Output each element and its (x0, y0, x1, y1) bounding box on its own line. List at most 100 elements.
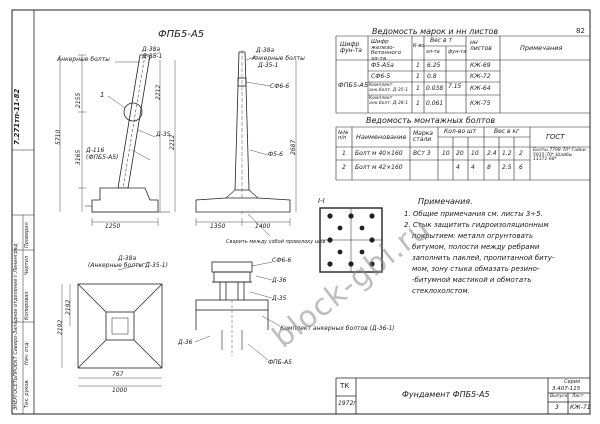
bt-row2-q2: 4 (456, 164, 460, 171)
mt-row4-qty: 1 (416, 100, 420, 107)
label-d35-1: Д-35-1 (142, 53, 163, 60)
bt-h-name: Наименование (356, 133, 407, 141)
dim-h5: 2687 (290, 139, 297, 155)
series-code: 7.271тп-11-82 (13, 88, 21, 145)
label-anchor-center: Анкерные болты (252, 55, 305, 62)
mt-row1-qty: 1 (416, 62, 420, 69)
mt-h-notes: Примечания (520, 44, 563, 52)
dim-h4b: 2212 (169, 134, 176, 150)
dim-h4: 2212 (155, 84, 162, 100)
note-line-7: -битумной мастикой и обмотать (412, 276, 532, 284)
bt-row1-w1: 2.4 (487, 150, 497, 157)
organization-stamp: ЭНЕРГОСЕТЬПРОЕКТ Северо-Западное отделен… (13, 243, 19, 410)
dim-w3: 1400 (255, 223, 271, 230)
label-d36-left: Д-36 (178, 339, 193, 346)
elevation-left (59, 51, 176, 226)
note-line-8: стеклохолстом. (412, 287, 470, 295)
label-joint: 1 (100, 91, 105, 99)
label-anchor-set: Комплект анкерных болтов (Д-36-1) (280, 325, 395, 332)
stamp-role-1: Копировал (24, 291, 30, 320)
mt-row3-qty: 1 (416, 85, 420, 92)
bolts-table-grid (335, 126, 590, 181)
mt-h-sheets: нн листов (470, 39, 492, 52)
bt-h-num: №№ п/п (338, 130, 349, 141)
mt-row3-element: Комплект анк.болт. Д-35-1 (369, 83, 409, 93)
bt-row2-w2: 2.5 (502, 164, 512, 171)
mt-row2-w: 0.8 (427, 73, 437, 80)
joint-section (194, 261, 281, 361)
label-d38: Д-38а (142, 46, 161, 53)
mt-h-weight: Вес в т (430, 37, 452, 44)
dim-h3: 3165 (75, 149, 82, 165)
mt-h-qty: К-во (413, 43, 425, 49)
bolts-table-title: Ведомость монтажных болтов (366, 116, 496, 125)
stamp-role-4: Тех. руков. (24, 378, 30, 408)
mt-row4-element: Комплект анк.болт. Д-38-1 (369, 96, 409, 106)
stamp-role-3: Проверил (24, 222, 30, 248)
note-line-5: заполнить паклей, пропитанной биту- (412, 254, 555, 262)
bt-h-weight: Вес в кг (494, 128, 520, 135)
label-weld-note: Сварить между собой проволоку шов (226, 239, 326, 245)
title-block-tk: ТК (340, 382, 350, 390)
title-block-series-label: Серия (564, 379, 580, 385)
elevation-center (195, 50, 297, 237)
title-block-sheet: КЖ-71 (570, 404, 591, 411)
title-block-name: Фундамент ФПБ5-А5 (402, 390, 490, 399)
bt-row1-steel: ВСт 3 (413, 150, 431, 157)
mt-row1-element: Ф5-А5а (371, 62, 394, 69)
dim-p2: 2192 (65, 299, 72, 315)
bt-row1-q1: 10 (442, 150, 450, 157)
detail-plate (319, 207, 383, 273)
mt-h-sub1: эл-та (426, 49, 440, 55)
stamp-role-2: Чертил (24, 255, 30, 275)
dim-w1: 1250 (105, 223, 121, 230)
label-section-i: I-I (318, 197, 325, 205)
label-d35-left: Д-35 (156, 131, 171, 138)
dim-h2: 5710 (55, 129, 62, 145)
drawing-title: ФПБ5-А5 (158, 29, 205, 40)
bt-row2-w3: 6 (519, 164, 523, 171)
mt-row3-sheet: КЖ-64 (470, 85, 491, 92)
mt-h-element: Шифр железо-бетонного эл-та (371, 39, 402, 62)
note-line-6: мом, зону стыка обмазать резино- (412, 265, 540, 273)
mt-row1-w: 6.25 (427, 62, 441, 69)
title-block-year: 1972г (338, 400, 357, 407)
dim-p3: 767 (112, 371, 124, 378)
title-block-issue-label: Выпуск (550, 394, 568, 399)
label-d116: Д-116 (86, 147, 105, 154)
label-d35-section: Д-35 (272, 295, 287, 302)
bt-h-steel: Марка стали (413, 130, 433, 143)
label-anchor-bolts: Анкерные болты (57, 56, 110, 63)
dim-w2: 1350 (210, 223, 226, 230)
bt-row2-n: 2 (342, 164, 346, 171)
mt-h-code: Шифр фун-та (340, 41, 362, 54)
bt-row1-gost: Болты 7798-70* Гайки 5915-70* Шайбы 1137… (533, 148, 586, 163)
mt-row2-sheet: КЖ-72 (470, 73, 491, 80)
dim-p1: 2192 (57, 319, 64, 335)
label-f5-6: Ф5-6 (268, 151, 283, 158)
label-d35-1-center: Д-35-1 (258, 62, 279, 69)
label-anchor-plan: (Анкерные болты Д-35-1) (88, 262, 168, 269)
mt-row2-element: СФ6-5 (371, 73, 391, 80)
title-block-grid (335, 377, 590, 414)
note-line-4: битумом, полости между ребрами (412, 243, 540, 251)
note-line-3: покрытием: металл огрунтовать (412, 232, 534, 240)
note-line-1: 1. Общие примечания см. листы 3÷5. (404, 210, 543, 218)
marks-table-title: Ведомость марок и нн листов (372, 27, 499, 36)
bt-row1-w2: 1.2 (502, 150, 512, 157)
mt-row1-sheet: КЖ-69 (470, 62, 491, 69)
marks-table-grid (335, 35, 590, 114)
bt-row1-n: 1 (342, 150, 346, 157)
title-block-sheet-label: Лист (572, 394, 584, 399)
note-line-2: 2. Стык защитить гидроизоляционным (404, 221, 549, 229)
bt-h-gost: ГОСТ (546, 133, 565, 141)
title-block-issue: 3 (555, 404, 559, 411)
dim-h1: 2155 (75, 92, 82, 108)
bt-row2-name: Болт м 42×160 (355, 164, 403, 171)
bt-row1-name: Болт м 40×160 (355, 150, 403, 157)
sheet-frame (11, 9, 591, 415)
mt-foundation-weight: 7.15 (448, 83, 462, 90)
mt-row4-sheet: КЖ-75 (470, 100, 491, 107)
